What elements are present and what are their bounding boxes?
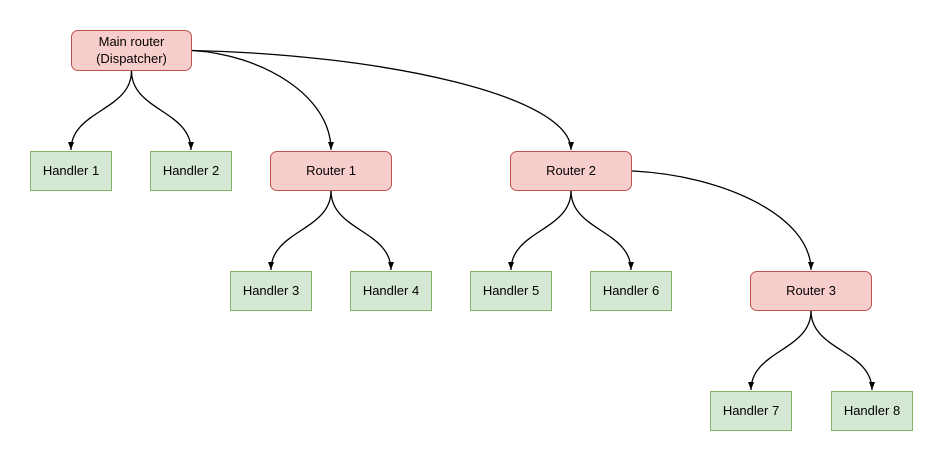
edge-router-3-to-handler-8 <box>810 310 875 391</box>
node-router-2: Router 2 <box>510 151 632 191</box>
edge-router-2-to-handler-5 <box>508 190 572 271</box>
edge-main-router-to-handler-1 <box>68 70 133 151</box>
edge-router-1-to-handler-4 <box>330 190 394 271</box>
edge-main-router-to-handler-2 <box>130 70 194 151</box>
node-label: Router 2 <box>546 162 596 178</box>
node-handler-1: Handler 1 <box>30 151 112 191</box>
node-label: Handler 4 <box>362 282 420 298</box>
node-label: Handler 5 <box>482 282 540 298</box>
node-handler-7: Handler 7 <box>710 391 792 431</box>
edge-router-3-to-handler-7 <box>748 310 812 391</box>
edges-group <box>68 49 875 391</box>
edge-main-router-to-router-2 <box>191 49 574 151</box>
node-label: Router 3 <box>786 282 836 298</box>
node-label: Handler 1 <box>42 162 100 178</box>
node-label: Handler 7 <box>722 402 780 418</box>
node-handler-8: Handler 8 <box>831 391 913 431</box>
node-handler-5: Handler 5 <box>470 271 552 311</box>
node-handler-3: Handler 3 <box>230 271 312 311</box>
edge-main-router-to-router-1 <box>191 49 334 151</box>
node-main-router: Main router (Dispatcher) <box>71 30 192 71</box>
node-label: Handler 2 <box>162 162 220 178</box>
node-label: Handler 3 <box>242 282 300 298</box>
node-handler-6: Handler 6 <box>590 271 672 311</box>
node-handler-4: Handler 4 <box>350 271 432 311</box>
node-label: Handler 8 <box>843 402 901 418</box>
edge-router-1-to-handler-3 <box>268 190 332 271</box>
node-label: Main router (Dispatcher) <box>96 34 167 66</box>
node-label: Handler 6 <box>602 282 660 298</box>
node-handler-2: Handler 2 <box>150 151 232 191</box>
edge-router-2-to-router-3 <box>631 170 814 271</box>
edge-router-2-to-handler-6 <box>570 190 634 271</box>
node-router-3: Router 3 <box>750 271 872 311</box>
node-label: Router 1 <box>306 162 356 178</box>
node-router-1: Router 1 <box>270 151 392 191</box>
